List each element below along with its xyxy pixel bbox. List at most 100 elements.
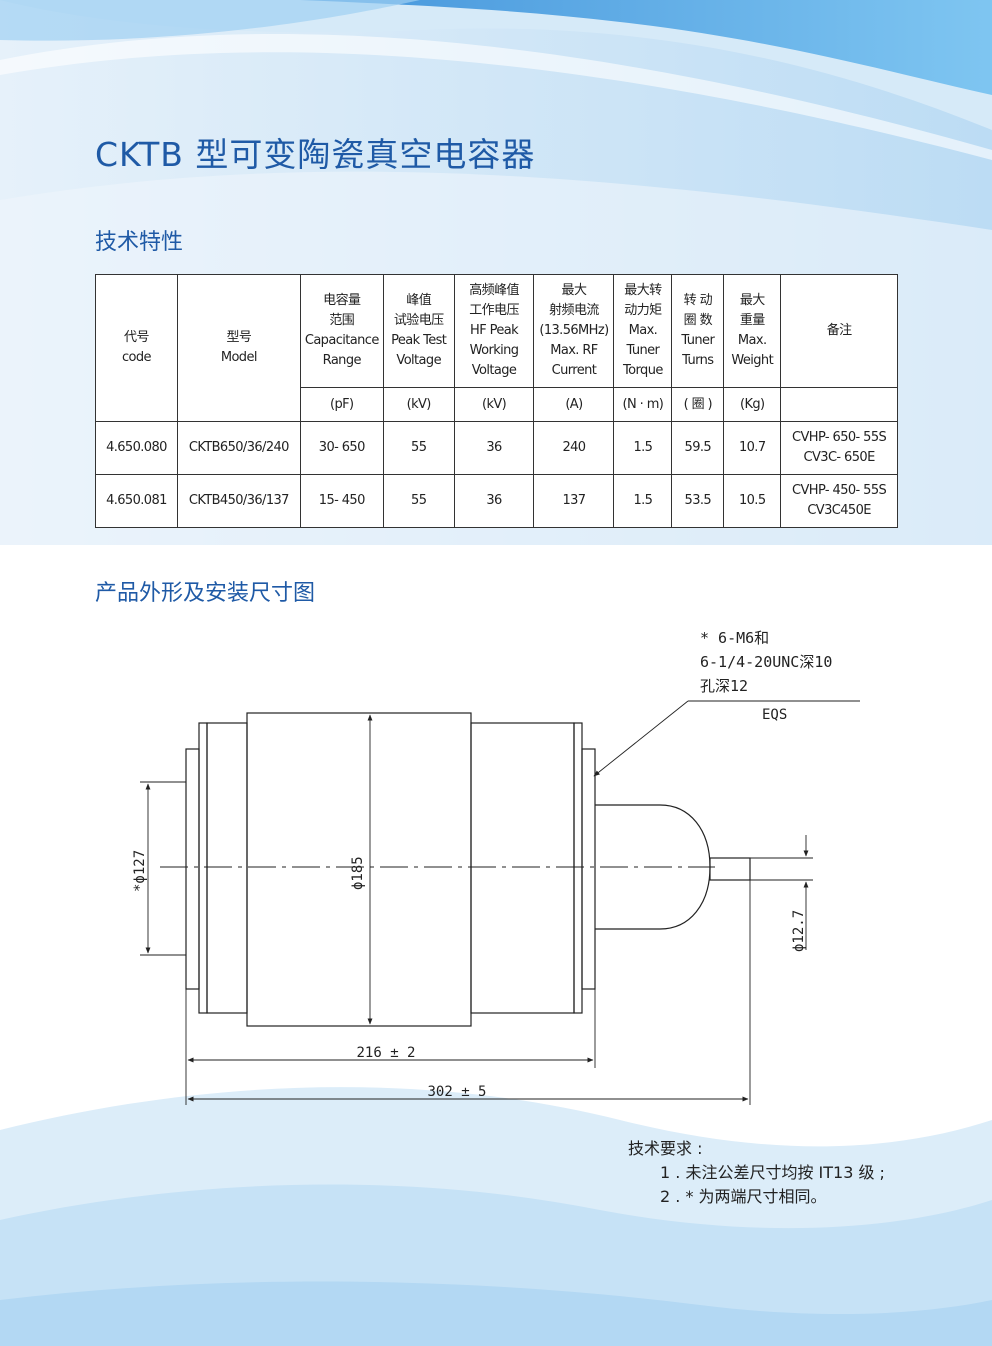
header-line: 工作电压 xyxy=(469,303,519,318)
cell-working-voltage: 36 xyxy=(453,421,535,475)
header-line: 试验电压 xyxy=(393,313,444,328)
header-cell-peak-test-voltage: 峰值 试验电压 Peak Test Voltage xyxy=(382,274,455,388)
requirement-item: 1 . 未注公差尺寸均按 IT13 级 ; xyxy=(660,1163,885,1182)
cell-model: CKTB450/36/137 xyxy=(176,474,301,528)
hole-note-line-1: * 6-M6和 xyxy=(700,629,769,647)
table-unit-row: (pF) (kV) (kV) (A) (N · m) ( 圈 ) (Kg) xyxy=(96,387,898,422)
header-line: 高频峰值 xyxy=(469,283,519,298)
cell-remarks: CVHP- 450- 55S CV3C450E xyxy=(780,474,898,528)
header-line: Model xyxy=(220,350,258,365)
dimension-drawing: ϕ185 *ϕ127 ϕ12.7 216 ± 2 302 ± 5 * 6-M6和… xyxy=(132,629,860,1105)
tuner-shaft xyxy=(709,857,751,881)
cell-torque: 1.5 xyxy=(613,474,673,528)
header-line: 转 动 xyxy=(683,293,713,308)
unit-cell: (pF) xyxy=(299,387,384,422)
left-flange-outer xyxy=(185,748,200,990)
hole-note-line-2: 6-1/4-20UNC深10 xyxy=(700,653,832,671)
header-line: 备注 xyxy=(826,323,852,338)
header-line: Max. RF xyxy=(550,343,598,358)
header-cell-remarks: 备注 xyxy=(780,274,898,388)
header-line: 最大 xyxy=(561,283,587,298)
header-line: 最大 xyxy=(739,293,765,308)
cell-remarks: CVHP- 650- 55S CV3C- 650E xyxy=(780,421,898,475)
cell-model: CKTB650/36/240 xyxy=(176,421,301,475)
technical-requirements: 技术要求 : 1 . 未注公差尺寸均按 IT13 级 ; 2 . * 为两端尺寸… xyxy=(628,1137,885,1209)
header-line: code xyxy=(121,350,152,365)
cell-turns: 59.5 xyxy=(671,421,725,475)
header-cell-max-rf-current: 最大 射频电流 (13.56MHz) Max. RF Current xyxy=(533,274,615,388)
cell-weight: 10.7 xyxy=(723,421,782,475)
cell-rf-current: 137 xyxy=(533,474,615,528)
dim-label-phi185: ϕ185 xyxy=(350,856,366,890)
unit-cell: ( 圈 ) xyxy=(671,387,725,422)
section-title-drawing: 产品外形及安装尺寸图 xyxy=(95,581,316,606)
cell-turns: 53.5 xyxy=(671,474,725,528)
header-line: 最大转 xyxy=(624,283,662,298)
requirement-item: 2 . * 为两端尺寸相同。 xyxy=(660,1187,827,1206)
header-line: Voltage xyxy=(471,363,517,378)
header-line: Max. xyxy=(737,333,767,348)
header-line: Current xyxy=(551,363,597,378)
hole-note-line-3: 孔深12 xyxy=(700,677,748,695)
header-cell-model: 型号 Model xyxy=(176,274,301,422)
header-line: 射频电流 xyxy=(549,303,599,318)
header-line: 圈 数 xyxy=(683,313,713,328)
leader-line xyxy=(593,700,689,777)
header-line: Max. xyxy=(628,323,658,338)
background-wave-bottom xyxy=(0,1060,992,1346)
spec-table: 代号 code 型号 Model 电容量 范围 Capacitance Rang… xyxy=(95,274,898,528)
content-panel xyxy=(0,545,992,1125)
dim-label-phi127: *ϕ127 xyxy=(132,850,148,892)
cell-rf-current: 240 xyxy=(533,421,615,475)
cell-code: 4.650.081 xyxy=(95,474,178,528)
table-header-row: 代号 code 型号 Model 电容量 范围 Capacitance Rang… xyxy=(95,274,898,422)
cell-capacitance: 15- 450 xyxy=(299,474,384,528)
header-line: 型号 xyxy=(226,330,252,345)
header-line: Torque xyxy=(623,363,663,378)
cell-capacitance: 30- 650 xyxy=(299,421,384,475)
cell-peak-voltage: 55 xyxy=(382,421,455,475)
remark-line: CVHP- 650- 55S xyxy=(792,430,887,445)
remark-line: CV3C- 650E xyxy=(803,450,876,465)
header-line: Tuner xyxy=(681,333,715,348)
page-title: CKTB 型可变陶瓷真空电容器 xyxy=(95,135,536,174)
dim-label-302: 302 ± 5 xyxy=(427,1084,486,1100)
header-cell-max-weight: 最大 重量 Max. Weight xyxy=(723,274,782,388)
header-cell-max-torque: 最大转 动力矩 Max. Tuner Torque xyxy=(613,274,673,388)
header-line: Tuner xyxy=(626,343,660,358)
remark-line: CV3C450E xyxy=(807,503,871,518)
unit-cell: (A) xyxy=(533,387,615,422)
header-line: 动力矩 xyxy=(624,303,662,318)
eqs-label: EQS xyxy=(762,707,787,723)
unit-cell: (kV) xyxy=(453,387,535,422)
left-flange-inner xyxy=(198,722,208,1014)
right-flange-outer xyxy=(581,748,596,990)
section-title-specs: 技术特性 xyxy=(95,230,184,255)
right-flange-inner xyxy=(573,722,583,1014)
header-line: 电容量 xyxy=(323,293,361,308)
unit-cell xyxy=(780,387,898,422)
header-cell-hf-working-voltage: 高频峰值 工作电压 HF Peak Working Voltage xyxy=(453,274,535,388)
right-ceramic-ring xyxy=(470,722,575,1014)
unit-cell: (N · m) xyxy=(613,387,673,422)
header-line: Weight xyxy=(731,353,774,368)
unit-cell: (kV) xyxy=(382,387,455,422)
header-line: Turns xyxy=(682,353,714,368)
header-line: Working xyxy=(469,343,519,358)
header-line: 代号 xyxy=(124,330,149,345)
table-row: 4.650.081 CKTB450/36/137 15- 450 55 36 1… xyxy=(95,474,898,528)
dim-label-216: 216 ± 2 xyxy=(356,1045,415,1061)
header-cell-tuner-turns: 转 动 圈 数 Tuner Turns xyxy=(671,274,725,388)
header-line: 范围 xyxy=(329,313,355,328)
cell-working-voltage: 36 xyxy=(453,474,535,528)
header-line: 峰值 xyxy=(406,293,432,308)
cell-peak-voltage: 55 xyxy=(382,474,455,528)
header-line: (13.56MHz) xyxy=(539,323,609,338)
left-ceramic-ring xyxy=(206,722,248,1014)
header-line: HF Peak xyxy=(470,323,519,338)
cell-weight: 10.5 xyxy=(723,474,782,528)
requirements-heading: 技术要求 : xyxy=(628,1139,703,1158)
header-line: Voltage xyxy=(396,353,441,368)
cell-torque: 1.5 xyxy=(613,421,673,475)
unit-cell: (Kg) xyxy=(723,387,782,422)
